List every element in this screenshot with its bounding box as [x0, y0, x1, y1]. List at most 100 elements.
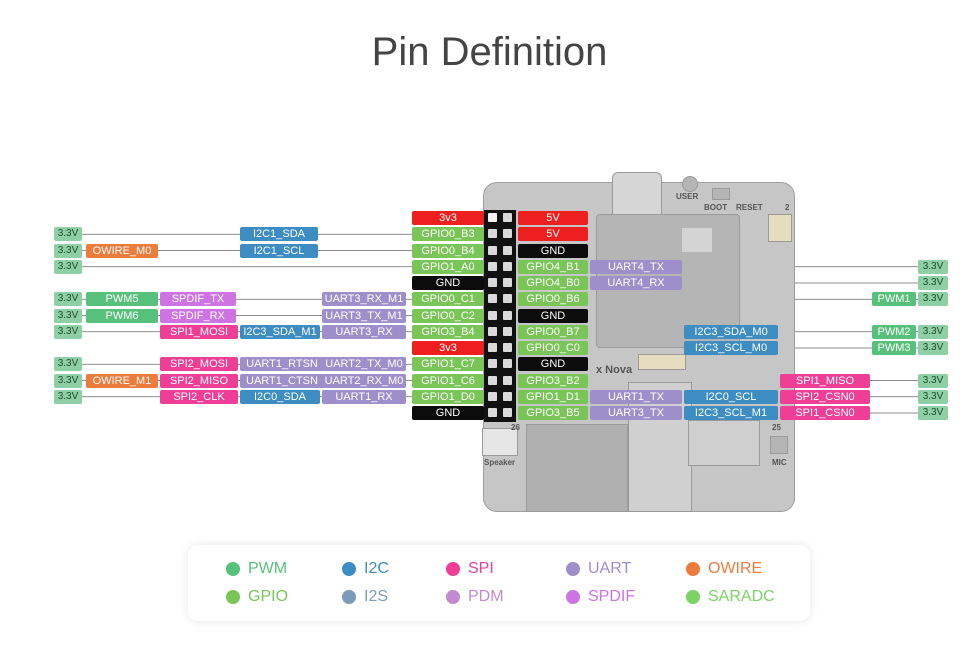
left-tag-spi1-mosi: SPI1_MOSI — [160, 324, 238, 339]
right-pin-gpio0-b6: GPIO0_B6 — [518, 292, 588, 307]
header-pin — [503, 278, 512, 287]
legend-label: I2S — [364, 588, 389, 605]
right-pin-gnd: GND — [518, 308, 588, 323]
user-button — [682, 176, 698, 192]
header-pin — [488, 391, 497, 401]
left-3v3-tag: 3.3V — [54, 292, 82, 307]
left-pin-gpio0-b4: GPIO0_B4 — [412, 243, 484, 258]
right-pin-gnd: GND — [518, 357, 588, 372]
left-3v3-tag: 3.3V — [54, 308, 82, 323]
header-pin — [503, 391, 512, 401]
right-tag-spi1-miso: SPI1_MISO — [780, 373, 870, 388]
left-tag-uart3-rx-m1: UART3_RX_M1 — [322, 292, 406, 307]
right-tag-uart4-tx: UART4_TX — [590, 259, 682, 274]
left-3v3-tag: 3.3V — [54, 324, 82, 339]
left-pin-gpio0-c1: GPIO0_C1 — [412, 292, 484, 307]
header-pin — [503, 310, 512, 320]
header-pin — [488, 229, 497, 239]
speaker-label: Speaker — [484, 458, 516, 467]
legend-dot — [446, 562, 460, 576]
right-3v3-tag: 3.3V — [918, 389, 948, 404]
left-tag-uart1-rtsn: UART1_RTSN — [240, 357, 324, 372]
left-pin-3v3: 3v3 — [412, 211, 484, 225]
legend-dot — [446, 590, 460, 604]
header-pin — [488, 310, 497, 320]
left-3v3-tag: 3.3V — [54, 373, 82, 388]
legend-label: GPIO — [248, 588, 289, 605]
left-tag-spdif-tx: SPDIF_TX — [160, 292, 236, 307]
header-pin — [488, 261, 497, 271]
left-pin-gpio1-a0: GPIO1_A0 — [412, 259, 484, 274]
left-tag-uart1-rx: UART1_RX — [322, 389, 406, 404]
right-pin-gpio1-d1: GPIO1_D1 — [518, 389, 588, 404]
right-pin-gpio0-c0: GPIO0_C0 — [518, 341, 588, 355]
left-tag-uart1-ctsn: UART1_CTSN — [240, 373, 324, 388]
boot-label: BOOT — [704, 203, 728, 212]
legend-label: PWM — [248, 560, 288, 577]
right-3v3-tag: 3.3V — [918, 276, 948, 290]
right-pin-gpio0-b7: GPIO0_B7 — [518, 324, 588, 339]
legend-dot — [686, 590, 700, 604]
right-tag-pwm2: PWM2 — [872, 324, 916, 339]
left-pin-gnd: GND — [412, 276, 484, 290]
legend-label: SARADC — [708, 588, 775, 605]
header-pin — [503, 213, 512, 222]
right-pin-gpio3-b2: GPIO3_B2 — [518, 373, 588, 388]
board-name-label: x Nova — [596, 364, 633, 376]
left-3v3-tag: 3.3V — [54, 389, 82, 404]
legend-dot — [342, 590, 356, 604]
legend-label: SPDIF — [588, 588, 636, 605]
right-tag-pwm3: PWM3 — [872, 341, 916, 355]
header-pin — [503, 294, 512, 304]
left-3v3-tag: 3.3V — [54, 227, 82, 242]
left-tag-uart2-tx-m0: UART2_TX_M0 — [322, 357, 406, 372]
pin-number-2: 2 — [785, 203, 790, 212]
legend-label: OWIRE — [708, 560, 763, 577]
right-pin-5v: 5V — [518, 227, 588, 242]
legend-dot — [566, 590, 580, 604]
left-pin-gpio0-b3: GPIO0_B3 — [412, 227, 484, 242]
right-tag-i2c3-sda-m0: I2C3_SDA_M0 — [684, 324, 778, 339]
left-3v3-tag: 3.3V — [54, 357, 82, 372]
header-pin — [488, 359, 497, 369]
legend-label: UART — [588, 560, 632, 577]
header-pin — [488, 245, 497, 255]
legend-dot — [226, 590, 240, 604]
wifi-module — [688, 420, 760, 466]
left-pin-gpio3-b4: GPIO3_B4 — [412, 324, 484, 339]
left-tag-pwm5: PWM5 — [86, 292, 158, 307]
left-tag-owire-m1: OWIRE_M1 — [86, 373, 158, 388]
legend-dot — [342, 562, 356, 576]
left-tag-i2c1-sda: I2C1_SDA — [240, 227, 318, 242]
header-pin — [488, 408, 497, 417]
left-tag-i2c3-sda-m1: I2C3_SDA_M1 — [240, 324, 320, 339]
legend-label: PDM — [468, 588, 504, 605]
left-pin-gpio1-c6: GPIO1_C6 — [412, 373, 484, 388]
header-pin — [503, 326, 512, 336]
right-3v3-tag: 3.3V — [918, 292, 948, 307]
left-3v3-tag: 3.3V — [54, 243, 82, 258]
right-tag-i2c3-scl-m1: I2C3_SCL_M1 — [684, 406, 778, 420]
fox-logo — [682, 228, 712, 252]
right-tag-pwm1: PWM1 — [872, 292, 916, 307]
page-title: Pin Definition — [371, 30, 608, 74]
right-3v3-tag: 3.3V — [918, 341, 948, 355]
right-3v3-tag: 3.3V — [918, 373, 948, 388]
right-tag-spi1-csn0: SPI1_CSN0 — [780, 406, 870, 420]
header-pin — [488, 294, 497, 304]
header-pin — [503, 261, 512, 271]
right-3v3-tag: 3.3V — [918, 324, 948, 339]
header-pin — [503, 375, 512, 385]
legend-label: SPI — [468, 560, 494, 577]
right-pin-5v: 5V — [518, 211, 588, 225]
header-pin — [488, 278, 497, 287]
user-label: USER — [676, 192, 699, 201]
left-pin-gnd: GND — [412, 406, 484, 420]
reset-label: RESET — [736, 203, 763, 212]
right-pin-gpio3-b5: GPIO3_B5 — [518, 406, 588, 420]
legend-dot — [566, 562, 580, 576]
right-tag-uart3-tx: UART3_TX — [590, 406, 682, 420]
left-3v3-tag: 3.3V — [54, 259, 82, 274]
left-pin-gpio0-c2: GPIO0_C2 — [412, 308, 484, 323]
